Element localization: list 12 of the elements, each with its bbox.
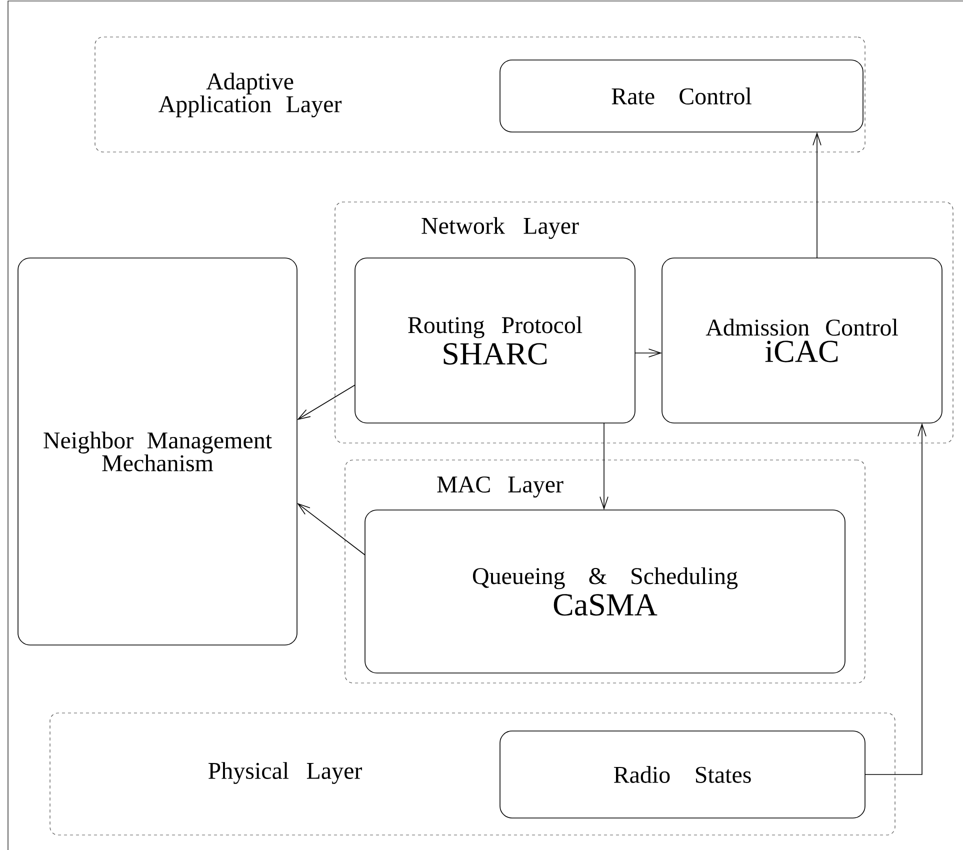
process-box: Radio States — [500, 730, 866, 818]
arrow — [600, 422, 608, 510]
process-box: Routing Protocol SHARC — [354, 258, 636, 424]
arrow — [297, 503, 366, 556]
process-box: Queueing & Scheduling CaSMA — [364, 510, 846, 674]
arrow — [297, 384, 356, 420]
process-box: Rate Control — [500, 60, 864, 132]
arrow — [812, 132, 822, 258]
process-box: Neighbor Management Mechanism — [18, 258, 298, 646]
arrow — [864, 423, 926, 775]
process-box: Admission Control iCAC — [662, 258, 942, 424]
arrow — [634, 348, 662, 358]
